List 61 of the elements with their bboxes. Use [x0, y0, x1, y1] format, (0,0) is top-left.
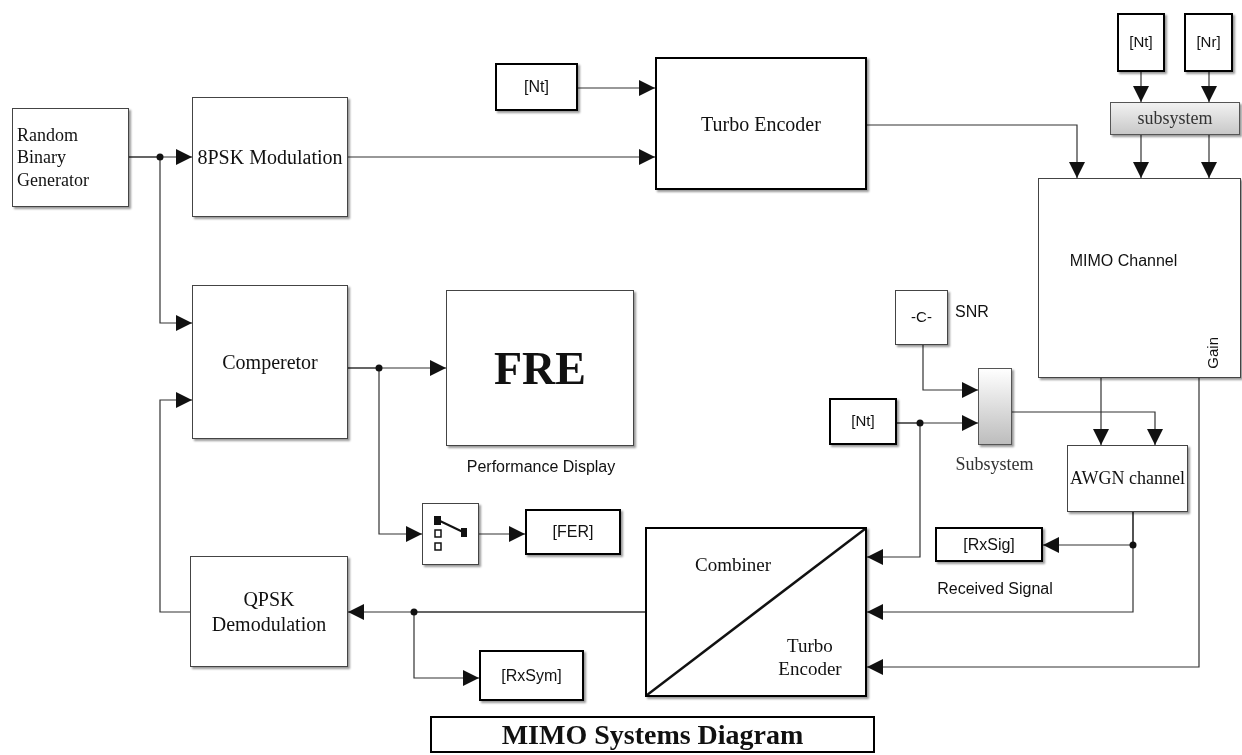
process-block — [1067, 445, 1188, 512]
block-caption: Subsystem — [954, 453, 1035, 476]
signal-line — [1201, 71, 1217, 103]
process-block — [192, 97, 348, 217]
block-label: [Nt] — [851, 411, 875, 432]
signal-line — [159, 392, 193, 613]
block-caption: Performance Display — [465, 457, 617, 477]
subsystem-block: subsystem — [1110, 102, 1240, 135]
signal-line — [347, 367, 423, 542]
signal-line — [1133, 71, 1149, 103]
signal-line — [478, 526, 526, 542]
block-label: [Nr] — [1196, 32, 1221, 53]
block-caption: SNR — [955, 302, 990, 322]
signal-line — [866, 422, 921, 565]
channel-block — [1038, 178, 1241, 378]
signal-line — [1201, 134, 1217, 179]
mux-block — [978, 368, 1012, 445]
block-label: Comperetor — [222, 350, 318, 376]
signal-line — [128, 156, 193, 331]
process-block — [446, 290, 634, 446]
block-label: [Nt] — [524, 77, 549, 97]
signal-line — [577, 80, 656, 96]
signal-line — [922, 344, 979, 398]
block-label: Random Binary Generator — [16, 123, 90, 192]
block-label: MIMO Channel — [1068, 251, 1179, 271]
tag-block — [655, 57, 867, 190]
signal-line — [866, 124, 1085, 179]
block-caption: Received Signal — [936, 579, 1054, 599]
block-label: AWGN channel — [1070, 467, 1185, 490]
block-label: QPSK Demodulation — [210, 586, 328, 637]
block-label: Combiner — [695, 553, 771, 577]
block-label: Turbo Encoder — [701, 111, 821, 137]
tag-block — [935, 527, 1043, 562]
tag-block — [525, 509, 621, 555]
port-label: Gain — [1202, 337, 1222, 369]
tag-block — [829, 398, 897, 445]
tag-block — [1184, 13, 1233, 72]
process-block — [190, 556, 348, 667]
block-label: 8PSK Modulation — [197, 144, 343, 170]
block-label: [RxSig] — [963, 534, 1015, 555]
diagram-title: MIMO Systems Diagram — [430, 716, 875, 753]
signal-line — [1011, 411, 1163, 446]
signal-line — [1133, 134, 1149, 179]
tag-block — [495, 63, 578, 111]
switch-block — [422, 503, 479, 565]
signal-line — [347, 149, 656, 165]
signal-line — [1093, 377, 1109, 446]
block-label: [RxSym] — [501, 665, 562, 686]
block-label: -C- — [911, 307, 932, 328]
signal-line — [866, 377, 1200, 675]
tag-block — [1117, 13, 1165, 72]
block-label: FRE — [494, 341, 586, 396]
process-block — [12, 108, 129, 207]
block-label: Turbo Encoder — [777, 633, 843, 681]
block-label: [FER] — [552, 522, 594, 542]
process-block — [192, 285, 348, 439]
process-block — [895, 290, 948, 345]
block-label: [Nt] — [1129, 32, 1153, 53]
signal-line — [413, 611, 646, 686]
signal-line — [866, 511, 1134, 620]
tag-block — [479, 650, 584, 701]
